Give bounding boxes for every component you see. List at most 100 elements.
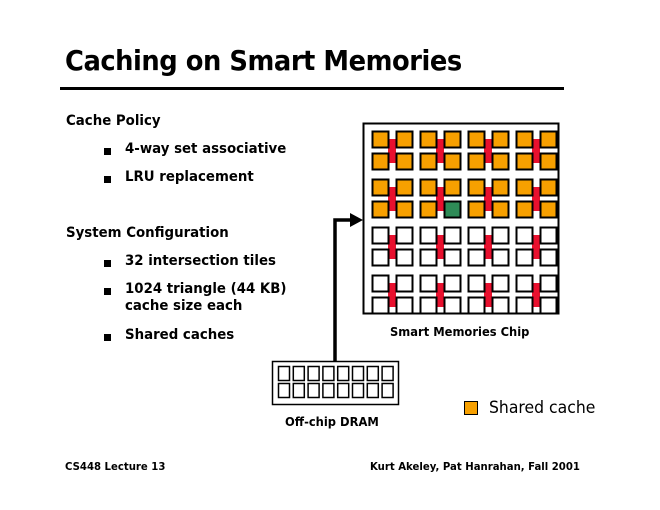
memory-tile bbox=[467, 274, 486, 293]
dram-cell bbox=[307, 365, 320, 382]
memory-tile bbox=[491, 248, 510, 267]
interconnect-bar bbox=[484, 139, 492, 163]
bullet-marker bbox=[104, 148, 111, 155]
dram-cell bbox=[366, 382, 380, 399]
memory-tile bbox=[419, 226, 438, 245]
shared-cache-tile bbox=[419, 200, 438, 219]
memory-tile bbox=[371, 274, 390, 293]
dram-outline bbox=[271, 360, 400, 406]
interconnect-bar bbox=[388, 283, 396, 307]
dram-cell bbox=[336, 382, 350, 399]
shared-cache-tile bbox=[371, 152, 390, 171]
shared-cache-tile bbox=[419, 178, 438, 197]
tile-grid bbox=[371, 130, 558, 315]
memory-tile bbox=[491, 226, 510, 245]
shared-cache-tile bbox=[419, 152, 438, 171]
interconnect-bar bbox=[388, 235, 396, 259]
dram-cell bbox=[307, 382, 320, 399]
interconnect-bar bbox=[484, 187, 492, 211]
shared-cache-tile bbox=[467, 152, 486, 171]
shared-cache-tile bbox=[467, 130, 486, 149]
memory-tile bbox=[371, 226, 390, 245]
memory-tile bbox=[515, 226, 534, 245]
shared-cache-tile bbox=[395, 178, 414, 197]
dram-cell bbox=[292, 382, 306, 399]
dram-cell bbox=[366, 365, 380, 382]
memory-tile bbox=[467, 226, 486, 245]
memory-tile bbox=[515, 274, 534, 293]
memory-tile bbox=[371, 296, 390, 315]
shared-cache-tile bbox=[419, 130, 438, 149]
section-heading-system-config: System Configuration bbox=[66, 225, 229, 241]
shared-cache-tile bbox=[491, 200, 510, 219]
interconnect-bar bbox=[436, 235, 444, 259]
dram-cell bbox=[322, 365, 335, 382]
legend-label-shared-cache: Shared cache bbox=[489, 398, 596, 418]
dram-cell bbox=[351, 382, 365, 399]
shared-cache-tile bbox=[515, 152, 534, 171]
dram-label: Off-chip DRAM bbox=[285, 414, 379, 429]
bullet-marker bbox=[104, 176, 111, 183]
shared-cache-tile bbox=[539, 178, 558, 197]
arrow-head-icon bbox=[350, 213, 363, 227]
dram-cell bbox=[381, 382, 394, 399]
memory-tile bbox=[419, 274, 438, 293]
interconnect-bar bbox=[436, 283, 444, 307]
dram-cell bbox=[277, 365, 291, 382]
bullet-cache-size: 1024 triangle (44 KB) bbox=[125, 281, 287, 297]
shared-cache-tile bbox=[515, 130, 534, 149]
memory-tile bbox=[395, 226, 414, 245]
memory-tile bbox=[539, 274, 558, 293]
bullet-tiles: 32 intersection tiles bbox=[125, 253, 276, 269]
interconnect-bar bbox=[388, 187, 396, 211]
memory-tile bbox=[395, 248, 414, 267]
interconnect-bar bbox=[532, 235, 540, 259]
dram-cell bbox=[322, 382, 335, 399]
shared-cache-tile bbox=[491, 178, 510, 197]
chip-label: Smart Memories Chip bbox=[390, 324, 530, 339]
interconnect-bar bbox=[388, 139, 396, 163]
memory-tile bbox=[419, 248, 438, 267]
interconnect-bar bbox=[484, 235, 492, 259]
shared-cache-tile bbox=[491, 152, 510, 171]
interconnect-bar bbox=[532, 139, 540, 163]
memory-tile bbox=[515, 248, 534, 267]
dram-cell bbox=[336, 365, 350, 382]
memory-tile bbox=[539, 226, 558, 245]
shared-cache-tile bbox=[443, 130, 462, 149]
interconnect-bar bbox=[532, 283, 540, 307]
memory-tile bbox=[395, 274, 414, 293]
shared-cache-tile bbox=[491, 130, 510, 149]
shared-cache-tile bbox=[443, 152, 462, 171]
shared-cache-tile bbox=[467, 178, 486, 197]
shared-cache-tile bbox=[443, 178, 462, 197]
shared-cache-tile bbox=[467, 200, 486, 219]
interconnect-bar bbox=[436, 139, 444, 163]
memory-tile bbox=[539, 296, 558, 315]
bullet-cache-size-cont: cache size each bbox=[125, 298, 243, 314]
interconnect-bar bbox=[484, 283, 492, 307]
bullet-4-way: 4-way set associative bbox=[125, 141, 287, 157]
memory-tile bbox=[467, 296, 486, 315]
shared-cache-tile bbox=[539, 130, 558, 149]
section-heading-cache-policy: Cache Policy bbox=[66, 113, 161, 129]
memory-tile bbox=[443, 296, 462, 315]
shared-cache-tile bbox=[395, 130, 414, 149]
footer-authors: Kurt Akeley, Pat Hanrahan, Fall 2001 bbox=[370, 460, 580, 473]
dram-cell bbox=[381, 365, 394, 382]
dram-cell bbox=[292, 365, 306, 382]
memory-tile bbox=[443, 248, 462, 267]
shared-cache-tile bbox=[515, 200, 534, 219]
shared-cache-tile bbox=[515, 178, 534, 197]
memory-tile bbox=[419, 296, 438, 315]
memory-tile bbox=[515, 296, 534, 315]
bullet-marker bbox=[104, 260, 111, 267]
bullet-shared: Shared caches bbox=[125, 327, 235, 343]
shared-cache-tile bbox=[539, 152, 558, 171]
interconnect-bar bbox=[532, 187, 540, 211]
memory-tile bbox=[371, 248, 390, 267]
dram-cell bbox=[351, 365, 365, 382]
shared-cache-tile bbox=[539, 200, 558, 219]
slide-title: Caching on Smart Memories bbox=[65, 44, 462, 77]
